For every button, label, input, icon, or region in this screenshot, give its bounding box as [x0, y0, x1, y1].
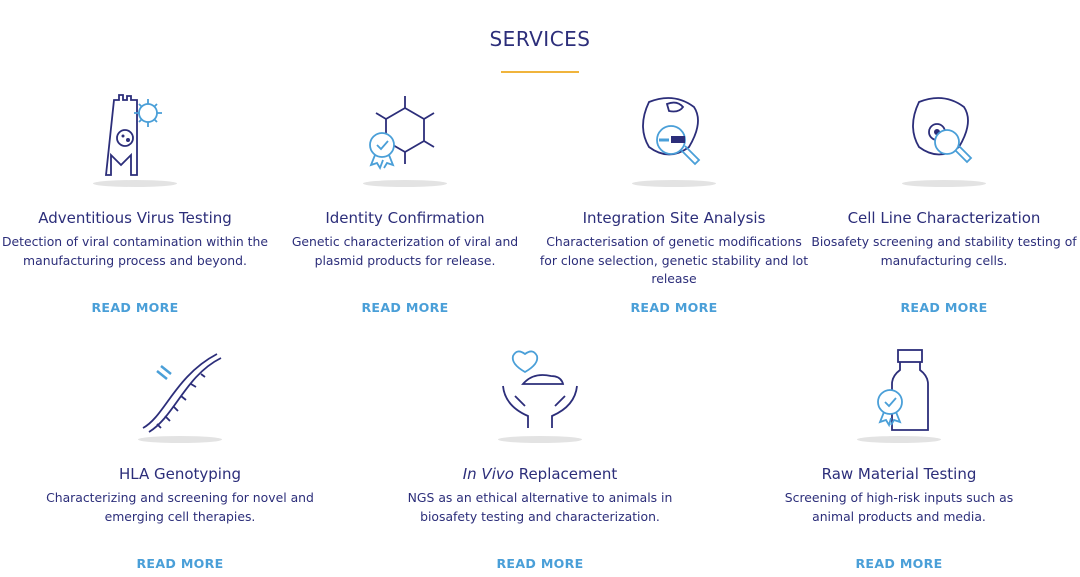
read-more-link[interactable]: READ MORE — [900, 300, 988, 315]
service-card-adventitious-virus: Adventitious Virus Testing Detection of … — [0, 90, 270, 315]
read-more-link[interactable]: READ MORE — [361, 300, 449, 315]
service-description: Biosafety screening and stability testin… — [811, 234, 1077, 268]
read-more-link[interactable]: READ MORE — [91, 300, 179, 315]
service-title: Identity Confirmation — [325, 209, 485, 227]
service-title: Raw Material Testing — [821, 465, 977, 483]
service-card-in-vivo-replacement: In Vivo Replacement NGS as an ethical al… — [405, 346, 675, 571]
page-title: SERVICES — [489, 27, 591, 51]
icon-shadow — [857, 436, 941, 443]
bioreactor-virus-icon — [104, 94, 162, 176]
service-description: Characterizing and screening for novel a… — [46, 490, 314, 524]
dna-icon — [142, 353, 222, 433]
service-card-integration-site: Integration Site Analysis Characterisati… — [539, 90, 809, 315]
service-title: Cell Line Characterization — [847, 209, 1041, 227]
service-card-hla-genotyping: HLA Genotyping Characterizing and screen… — [45, 346, 315, 571]
title-italic: In Vivo — [462, 465, 514, 483]
icon-shadow — [138, 436, 222, 443]
molecule-badge-icon — [369, 96, 435, 171]
service-card-cell-line: Cell Line Characterization Biosafety scr… — [809, 90, 1079, 315]
title-rest: Replacement — [513, 465, 618, 483]
service-title: Adventitious Virus Testing — [38, 209, 232, 227]
service-card-raw-material: Raw Material Testing Screening of high-r… — [764, 346, 1034, 571]
service-description: Screening of high-risk inputs such as an… — [784, 490, 1014, 524]
service-description: Detection of viral contamination within … — [1, 234, 269, 268]
read-more-link[interactable]: READ MORE — [855, 556, 943, 571]
service-title: Integration Site Analysis — [582, 209, 766, 227]
service-description: Genetic characterization of viral and pl… — [291, 234, 519, 268]
bottle-badge-icon — [877, 349, 929, 431]
icon-shadow — [902, 180, 986, 187]
hands-mouse-heart-icon — [502, 350, 578, 428]
read-more-link[interactable]: READ MORE — [630, 300, 718, 315]
service-title: HLA Genotyping — [118, 465, 242, 483]
read-more-link[interactable]: READ MORE — [136, 556, 224, 571]
cell-magnifier-icon — [642, 97, 701, 166]
service-card-identity-confirmation: Identity Confirmation Genetic characteri… — [270, 90, 540, 315]
service-description: NGS as an ethical alternative to animals… — [407, 490, 673, 524]
cell-virus-magnifier-icon — [912, 97, 973, 164]
service-description: Characterisation of genetic modification… — [539, 234, 809, 286]
icon-shadow — [93, 180, 177, 187]
icon-shadow — [632, 180, 716, 187]
title-underline — [501, 71, 579, 73]
service-title: In Vivo Replacement — [405, 465, 675, 483]
icon-shadow — [363, 180, 447, 187]
read-more-link[interactable]: READ MORE — [496, 556, 584, 571]
icon-shadow — [498, 436, 582, 443]
